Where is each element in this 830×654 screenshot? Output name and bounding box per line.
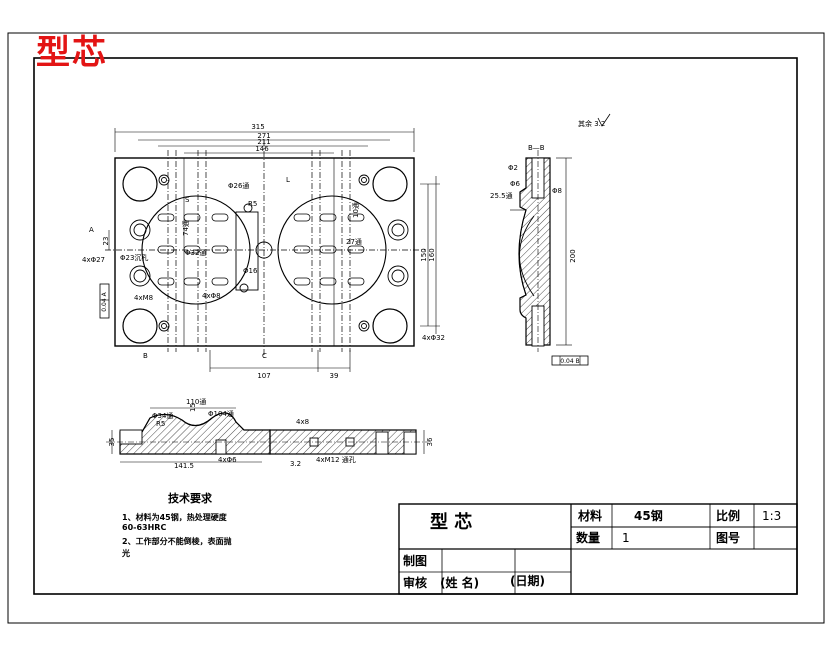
material-value: 45钢 — [634, 509, 663, 523]
label-phi16: Φ16 — [243, 267, 258, 275]
label-10: 10通 — [351, 202, 360, 218]
tech-note-line-4: 光 — [122, 549, 130, 558]
front-view — [106, 407, 428, 463]
page-title: 型芯 — [36, 33, 108, 73]
label-phi32: Φ32通 — [185, 248, 206, 257]
date-label: (日期) — [510, 574, 545, 588]
datum-tag-b: 0.04 B — [560, 358, 579, 365]
label-phi8: Φ8 — [552, 187, 562, 195]
name-label: (姓 名) — [440, 576, 480, 590]
qty-value: 1 — [622, 531, 630, 545]
label-27: 27通 — [346, 237, 362, 246]
check-label: 审核 — [403, 576, 428, 590]
roughness-note: 其余 3.2 — [578, 119, 605, 128]
drawn-label: 制图 — [403, 554, 428, 568]
label-4xphi6: 4xΦ6 — [218, 456, 237, 464]
label-phi2: Φ2 — [508, 164, 518, 172]
dim-271: 271 — [257, 132, 270, 140]
label-25-5: 25.5通 — [490, 191, 513, 200]
dim-36: 36 — [426, 437, 434, 446]
dim-107: 107 — [257, 372, 270, 380]
dim-160: 160 — [428, 248, 436, 261]
label-r5: R5 — [248, 200, 257, 208]
label-r5-front: R5 — [156, 420, 165, 428]
section-view-labels: B—B Φ2 Φ6 Φ8 25.5通 200 0.04 B 其余 3.2 — [490, 119, 605, 365]
label-s: S — [185, 196, 190, 204]
label-4x8: 4x8 — [296, 418, 309, 426]
dim-15: 15 — [189, 403, 197, 412]
tech-notes-title: 技术要求 — [168, 492, 212, 505]
tech-note-line-1: 1、材料为45钢，热处理硬度 — [122, 513, 227, 522]
dim-200: 200 — [569, 249, 577, 262]
dim-23: 23 — [102, 237, 110, 246]
dim-35: 35 — [108, 438, 116, 447]
part-name: 型 芯 — [430, 512, 473, 533]
label-a: A — [89, 226, 94, 234]
section-title: B—B — [528, 144, 545, 152]
label-74: 74通 — [181, 220, 190, 236]
material-label: 材料 — [578, 509, 603, 523]
label-phi26: Φ26通 — [228, 181, 249, 190]
dim-150: 150 — [420, 248, 428, 261]
qty-label: 数量 — [576, 531, 601, 545]
label-phi34: Φ34通 — [152, 411, 173, 420]
label-phi6: Φ6 — [510, 180, 521, 188]
scale-label: 比例 — [716, 509, 741, 523]
dim-211: 211 — [257, 138, 270, 146]
tech-note-line-3: 2、工作部分不能倒棱，表面抛 — [122, 537, 232, 546]
label-4xphi27: 4xΦ27 — [82, 256, 105, 264]
roughness-3-2: 3.2 — [290, 460, 301, 468]
label-phi104: Φ104通 — [208, 409, 234, 418]
outer-frame — [7, 32, 825, 624]
tech-note-line-2: 60-63HRC — [122, 523, 167, 532]
label-4xm12: 4xM12 通孔 — [316, 455, 356, 464]
front-view-labels: 110通 Φ34通 R5 Φ104通 15 35 141.5 4xΦ6 4xM1… — [108, 397, 434, 470]
label-4xm8: 4xM8 — [134, 294, 153, 302]
title-block — [398, 503, 798, 595]
plan-view — [99, 128, 440, 372]
section-view — [510, 150, 589, 366]
plan-view-labels: 315 271 211 146 107 39 150 160 23 Φ26通 R… — [82, 123, 445, 380]
label-l: L — [286, 176, 290, 184]
label-c: C — [262, 352, 267, 360]
scale-value: 1:3 — [762, 509, 782, 523]
dim-315: 315 — [251, 123, 264, 131]
dim-39: 39 — [330, 372, 339, 380]
roughness-symbol — [597, 113, 611, 127]
label-b: B — [143, 352, 148, 360]
dim-110: 110通 — [186, 397, 206, 406]
drawing-no-label: 图号 — [716, 531, 741, 545]
dim-141-5: 141.5 — [174, 462, 194, 470]
datum-tag-a: 0.04 A — [101, 291, 108, 311]
dim-146: 146 — [255, 145, 269, 153]
label-4xphi32: 4xΦ32 — [422, 334, 445, 342]
label-phi23: Φ23沉孔 — [120, 254, 148, 262]
label-4xphi8: 4xΦ8 — [202, 292, 221, 300]
